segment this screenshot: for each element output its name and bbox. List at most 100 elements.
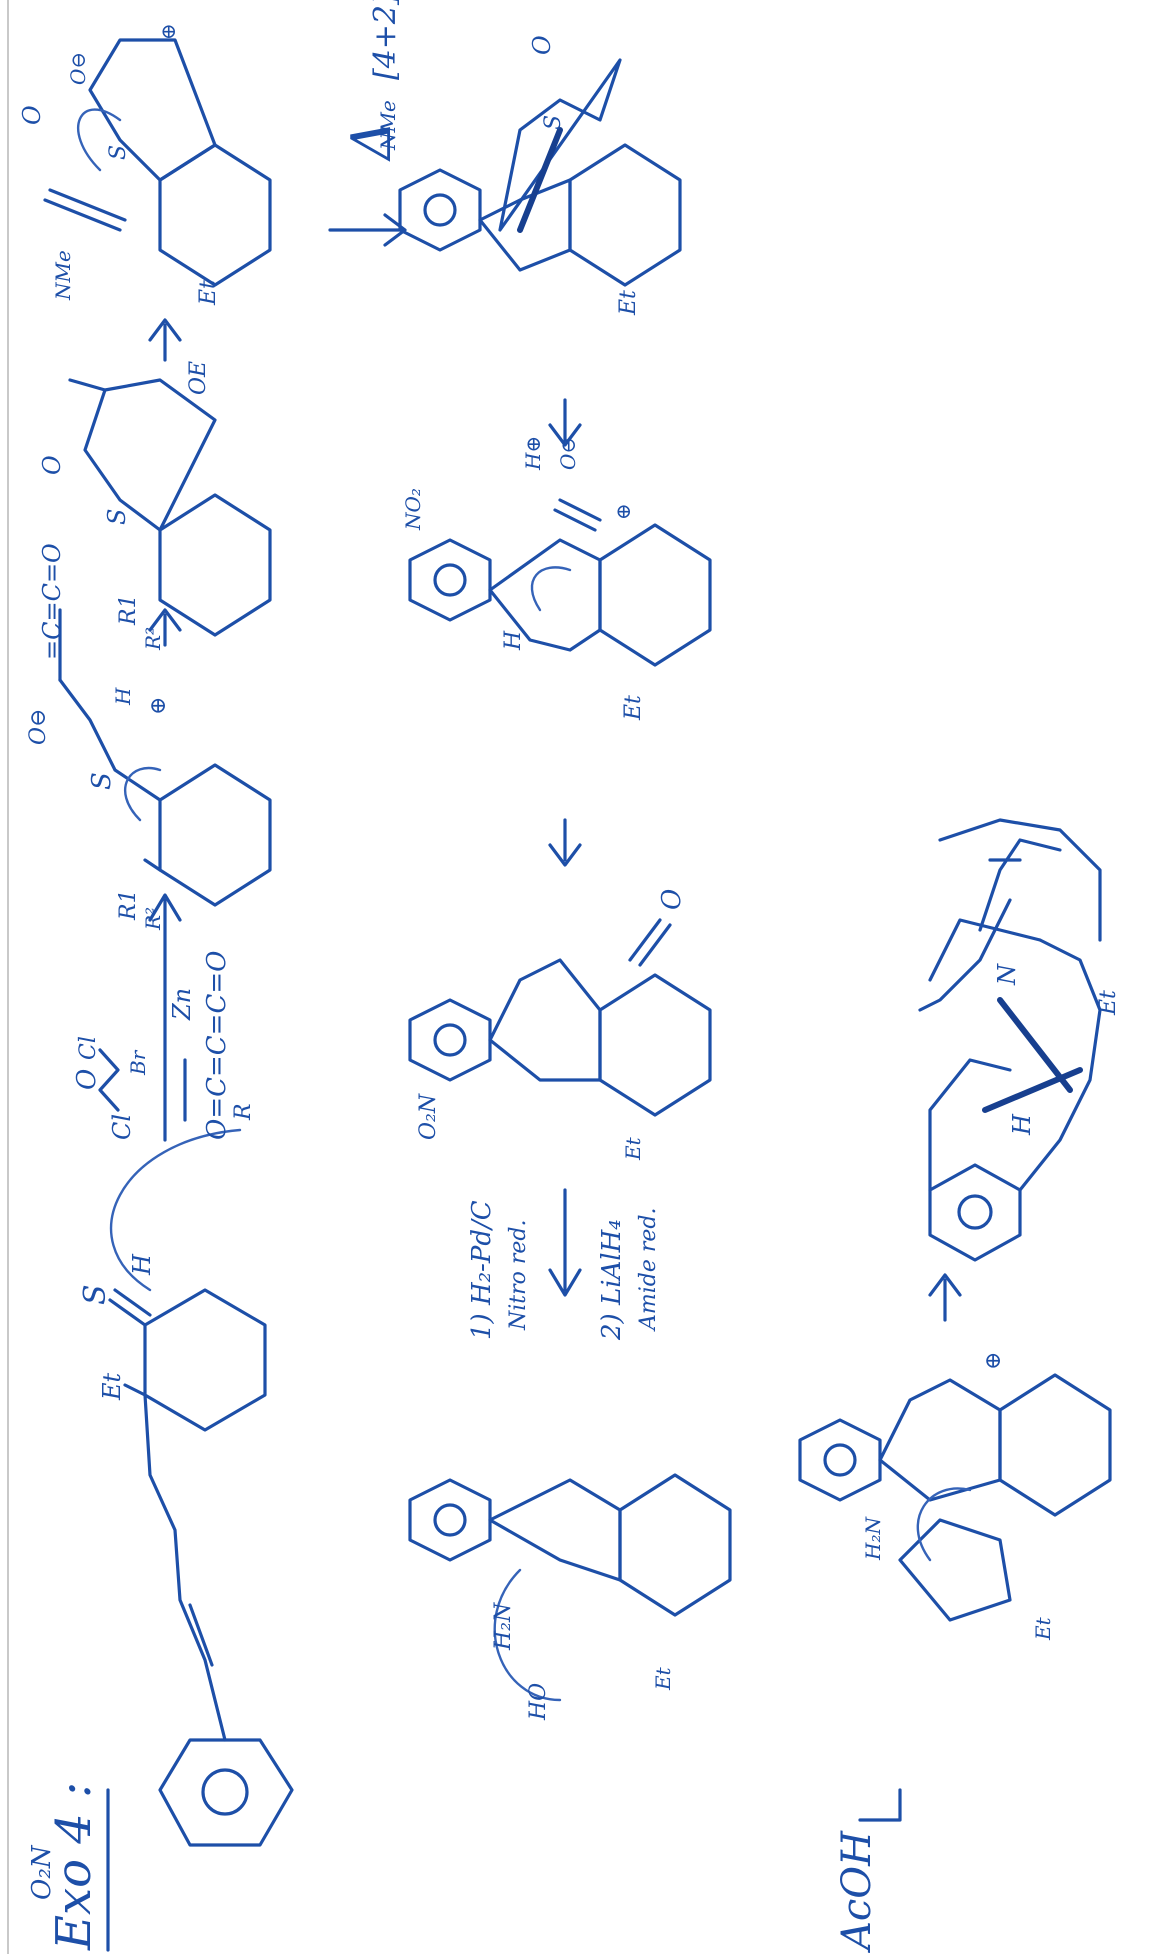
reagent-o: O: [72, 1069, 102, 1090]
label-h2n-g: H₂N: [491, 1602, 516, 1651]
aryl-f: [408, 998, 492, 1082]
label-o-c: O: [18, 105, 46, 125]
thio-chain-a: [58, 678, 162, 802]
aryl-final: [928, 1163, 1022, 1262]
label-et-d: Et: [616, 290, 641, 316]
bold-bond-d: [517, 127, 563, 233]
ring-c-lower: [158, 143, 272, 287]
ring-a: [158, 763, 272, 907]
ring-f-mid: [488, 958, 602, 1082]
molecule-g: [408, 1473, 732, 1702]
molecule-h: [798, 1373, 1112, 1622]
ketene-r: R: [231, 1103, 256, 1121]
ring-h-mid: [878, 1378, 1002, 1502]
benzene-ring-start: [158, 1738, 294, 1847]
ring-h-five: [898, 1518, 1012, 1622]
label-o-b: O: [38, 455, 66, 475]
label-et-h: Et: [1031, 1616, 1055, 1641]
aryl-d: [398, 168, 482, 252]
label-r2-a: R²: [141, 907, 165, 931]
label-step2: 2) LiAlH₄: [597, 1219, 627, 1341]
label-o-f: O: [657, 889, 687, 910]
label-nme-e: NO₂: [401, 488, 425, 531]
cage-final-1: [928, 1058, 1012, 1192]
ring-g-lower: [618, 1473, 732, 1617]
label-s-c: S: [106, 145, 131, 160]
bold-bond-final-2: [997, 997, 1073, 1093]
arrow-2-head: [148, 608, 182, 632]
reagent-cl: Cl: [108, 1114, 136, 1140]
label-charge-c: ⊕: [156, 23, 180, 40]
thione-bond: [108, 1298, 147, 1327]
label-s-a: S: [87, 772, 117, 790]
aromatic-circle-start: [201, 1768, 249, 1816]
label-s-start: S: [78, 1284, 113, 1305]
label-et-g: Et: [651, 1666, 675, 1691]
label-r1-b: R1: [116, 594, 141, 626]
molecule-final: [918, 818, 1102, 1262]
label-n-final: N: [993, 963, 1021, 986]
mechanism-arrow-g: [493, 1568, 562, 1702]
label-step1: 1) H₂-Pd/C: [467, 1200, 497, 1340]
mechanism-arrow-start: [110, 1128, 242, 1292]
ring-e-lower: [598, 523, 712, 667]
label-charge-e: ⊕: [611, 503, 635, 520]
label-hplus-e: H⊕: [521, 436, 545, 471]
label-ketene-a: =C=C=O: [38, 543, 66, 660]
label-r1-a: R1: [116, 889, 141, 921]
molecule-f: [408, 918, 712, 1117]
molecule-c: [43, 38, 272, 287]
label-charge-a: ⊕: [146, 697, 171, 715]
arrow-1-head: [148, 893, 182, 922]
label-nme-c: NMe: [51, 250, 75, 301]
ring-f-lower: [598, 973, 712, 1117]
aryl-h: [798, 1418, 882, 1502]
label-o-d: O: [528, 35, 556, 55]
label-h-final: H: [1008, 1113, 1036, 1136]
label-s-d: S: [541, 115, 566, 130]
mechanism-arrow-a: [123, 767, 162, 822]
ketene-1: O=C=C=C=O: [202, 951, 232, 1140]
molecule-e: [408, 498, 712, 667]
mechanism-arrow-c: [77, 108, 122, 172]
label-nitro-start: O₂N: [27, 1844, 57, 1900]
label-s-b: S: [103, 509, 131, 525]
label-oe-c: O⊖: [66, 52, 90, 85]
label-h2n-h: H₂N: [861, 1516, 885, 1561]
label-oe-b: OE: [186, 361, 211, 395]
label-et-start: Et: [98, 1372, 126, 1401]
mechanism-arrow-e: [530, 566, 572, 612]
bold-bond-final-1: [982, 1067, 1083, 1113]
label-et-final: Et: [1096, 990, 1121, 1016]
ring-e-mid: [488, 538, 602, 652]
label-et-f: Et: [621, 1136, 645, 1161]
ring-d-lower: [568, 143, 682, 287]
label-ominus-e: O⊖: [556, 437, 580, 470]
ring-c-upper: [88, 38, 217, 182]
label-h-e: H: [501, 630, 526, 651]
label-h-a: H: [111, 687, 135, 706]
aryl-e: [408, 538, 492, 622]
label-ho-g: HO: [526, 1683, 551, 1721]
label-charge-h: ⊕: [981, 1352, 1006, 1370]
label-r2-b: R²: [141, 627, 165, 651]
piperidine-ring-start: [143, 1288, 267, 1432]
label-acoh: AcOH: [834, 1830, 880, 1954]
molecule-start: [108, 1128, 294, 1847]
aryl-g: [408, 1478, 492, 1562]
reagent-cl2: Cl: [76, 1036, 101, 1060]
cage-final-4: [978, 838, 1062, 932]
arrow-3-head: [148, 318, 182, 342]
ring-b-lower: [158, 493, 272, 637]
mechanism-arrow-h: [916, 1487, 972, 1562]
label-step1b: Nitro red.: [506, 1220, 531, 1332]
reagent-zn: Zn: [168, 988, 196, 1021]
molecule-a: [58, 608, 272, 907]
page-title: Exo 4 :: [46, 1782, 102, 1951]
label-et-c: Et: [196, 280, 221, 306]
molecule-d: [398, 58, 682, 287]
molecule-b: [68, 378, 272, 637]
ring-d-mid: [478, 178, 572, 272]
reagent-br: Br: [126, 1049, 150, 1076]
label-delta: Δ: [340, 121, 403, 162]
